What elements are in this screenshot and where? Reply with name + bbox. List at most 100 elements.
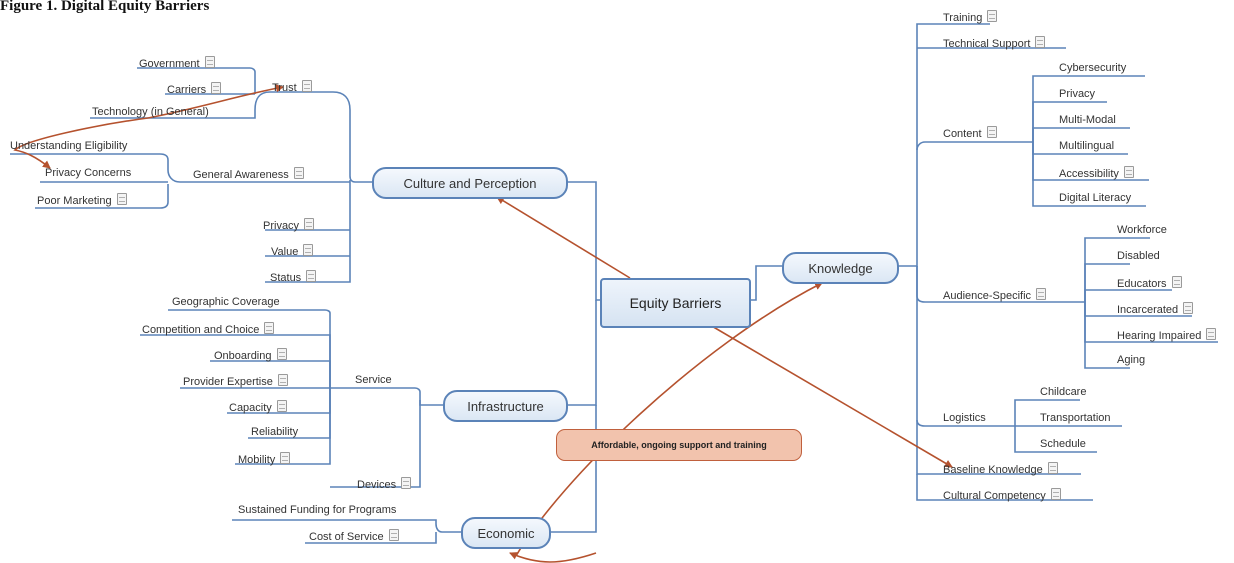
subtopic-label: Hearing Impaired bbox=[1117, 330, 1202, 342]
note-icon bbox=[211, 82, 222, 94]
note-icon bbox=[264, 322, 275, 334]
subtopic-label: Cultural Competency bbox=[943, 490, 1046, 502]
note-icon bbox=[280, 452, 291, 464]
subtopic-incarcerated: Incarcerated bbox=[1117, 302, 1194, 317]
subtopic-label: Status bbox=[270, 272, 302, 284]
note-icon bbox=[986, 126, 997, 138]
subtopic-label: Privacy bbox=[263, 220, 300, 232]
note-icon bbox=[1047, 462, 1058, 474]
note-icon bbox=[304, 218, 315, 230]
note-icon bbox=[1206, 328, 1217, 340]
note-icon bbox=[1036, 288, 1047, 300]
topic-infrastructure: Infrastructure bbox=[443, 390, 568, 422]
subtopic-value: Value bbox=[271, 244, 314, 259]
subtopic-label: Competition and Choice bbox=[142, 324, 260, 336]
note-icon bbox=[1050, 488, 1061, 500]
relationship-callout: Affordable, ongoing support and training bbox=[556, 429, 802, 461]
subtopic-cybersecurity: Cybersecurity bbox=[1059, 62, 1127, 74]
subtopic-reliability: Reliability bbox=[251, 426, 299, 438]
subtopic-technology: Technology (in General) bbox=[92, 106, 209, 118]
note-icon bbox=[306, 270, 317, 282]
subtopic-content: Content bbox=[943, 126, 997, 141]
topic-knowledge: Knowledge bbox=[782, 252, 899, 284]
note-icon bbox=[1035, 36, 1046, 48]
subtopic-label: Government bbox=[139, 58, 200, 70]
subtopic-cultural-competency: Cultural Competency bbox=[943, 488, 1061, 503]
subtopic-geographic-coverage: Geographic Coverage bbox=[172, 296, 280, 308]
subtopic-onboarding: Onboarding bbox=[214, 348, 287, 363]
subtopic-label: Devices bbox=[357, 479, 397, 491]
note-icon bbox=[1123, 166, 1134, 178]
subtopic-transportation: Transportation bbox=[1040, 412, 1111, 424]
subtopic-label: Provider Expertise bbox=[183, 376, 273, 388]
subtopic-government: Government bbox=[139, 56, 215, 71]
subtopic-label: Cost of Service bbox=[309, 531, 384, 543]
subtopic-aging: Aging bbox=[1117, 354, 1146, 366]
subtopic-privacy-concerns: Privacy Concerns bbox=[45, 167, 132, 179]
subtopic-digital-literacy: Digital Literacy bbox=[1059, 192, 1132, 204]
subtopic-label: Baseline Knowledge bbox=[943, 464, 1043, 476]
subtopic-label: General Awareness bbox=[193, 169, 289, 181]
note-icon bbox=[301, 80, 312, 92]
subtopic-label: Value bbox=[271, 246, 299, 258]
subtopic-disabled: Disabled bbox=[1117, 250, 1160, 262]
subtopic-mobility: Mobility bbox=[238, 452, 291, 467]
subtopic-sustained-funding: Sustained Funding for Programs bbox=[238, 504, 397, 516]
subtopic-cost-of-service: Cost of Service bbox=[309, 529, 399, 544]
subtopic-workforce: Workforce bbox=[1117, 224, 1167, 236]
central-topic: Equity Barriers bbox=[600, 278, 751, 328]
subtopic-content-privacy: Privacy bbox=[1059, 88, 1096, 100]
figure-caption: Figure 1. Digital Equity Barriers bbox=[0, 0, 210, 14]
subtopic-label: Educators bbox=[1117, 278, 1167, 290]
subtopic-trust: Trust bbox=[272, 80, 312, 95]
note-icon bbox=[276, 348, 287, 360]
topic-economic: Economic bbox=[461, 517, 551, 549]
subtopic-label: Training bbox=[943, 12, 983, 24]
note-icon bbox=[987, 10, 998, 22]
topic-culture-and-perception: Culture and Perception bbox=[372, 167, 568, 199]
subtopic-schedule: Schedule bbox=[1040, 438, 1086, 450]
subtopic-competition-and-choice: Competition and Choice bbox=[142, 322, 275, 337]
subtopic-provider-expertise: Provider Expertise bbox=[183, 374, 288, 389]
note-icon bbox=[277, 374, 288, 386]
subtopic-label: Onboarding bbox=[214, 350, 272, 362]
subtopic-capacity: Capacity bbox=[229, 400, 287, 415]
subtopic-service: Service bbox=[355, 374, 392, 386]
subtopic-privacy: Privacy bbox=[263, 218, 315, 233]
subtopic-logistics: Logistics bbox=[943, 412, 986, 424]
subtopic-hearing-impaired: Hearing Impaired bbox=[1117, 328, 1217, 343]
subtopic-multi-modal: Multi-Modal bbox=[1059, 114, 1116, 126]
subtopic-label: Content bbox=[943, 128, 982, 140]
note-icon bbox=[1183, 302, 1194, 314]
subtopic-childcare: Childcare bbox=[1040, 386, 1087, 398]
note-icon bbox=[116, 193, 127, 205]
subtopic-audience-specific: Audience-Specific bbox=[943, 288, 1047, 303]
subtopic-technical-support: Technical Support bbox=[943, 36, 1046, 51]
subtopic-training: Training bbox=[943, 10, 998, 25]
subtopic-carriers: Carriers bbox=[167, 82, 222, 97]
subtopic-label: Trust bbox=[272, 82, 297, 94]
subtopic-accessibility: Accessibility bbox=[1059, 166, 1134, 181]
subtopic-label: Audience-Specific bbox=[943, 290, 1032, 302]
subtopic-label: Poor Marketing bbox=[37, 195, 112, 207]
subtopic-devices: Devices bbox=[357, 477, 412, 492]
subtopic-status: Status bbox=[270, 270, 317, 285]
subtopic-understanding-eligibility: Understanding Eligibility bbox=[10, 140, 128, 152]
note-icon bbox=[401, 477, 412, 489]
subtopic-label: Accessibility bbox=[1059, 168, 1119, 180]
note-icon bbox=[388, 529, 399, 541]
subtopic-educators: Educators bbox=[1117, 276, 1182, 291]
note-icon bbox=[276, 400, 287, 412]
subtopic-baseline-knowledge: Baseline Knowledge bbox=[943, 462, 1058, 477]
note-icon bbox=[303, 244, 314, 256]
note-icon bbox=[1171, 276, 1182, 288]
subtopic-label: Mobility bbox=[238, 454, 276, 466]
subtopic-label: Carriers bbox=[167, 84, 207, 96]
note-icon bbox=[204, 56, 215, 68]
subtopic-multilingual: Multilingual bbox=[1059, 140, 1115, 152]
subtopic-label: Technical Support bbox=[943, 38, 1031, 50]
subtopic-label: Capacity bbox=[229, 402, 272, 414]
subtopic-label: Incarcerated bbox=[1117, 304, 1179, 316]
